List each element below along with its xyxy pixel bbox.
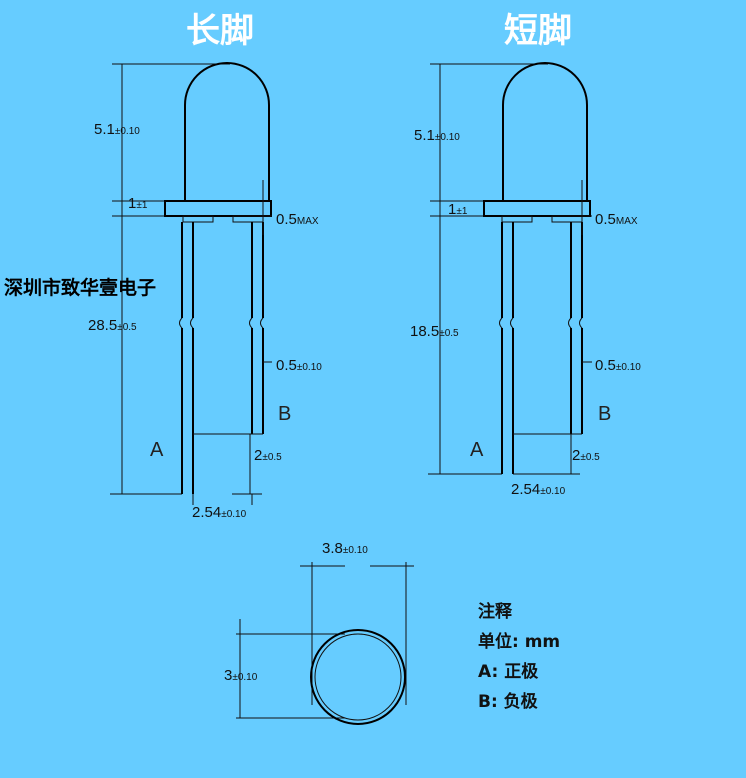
notes-pin-b: B: 负极 bbox=[478, 691, 538, 712]
right-step-label: 2±0.5 bbox=[572, 447, 600, 464]
right-lead-b-upper bbox=[570, 222, 583, 318]
bottom-lens-ext-lines bbox=[236, 633, 345, 719]
notes-block: 注释 单位: mm A: 正极 B: 负极 bbox=[478, 601, 560, 712]
right-lead-a-upper bbox=[501, 222, 514, 318]
bottom-lens-label: 3±0.10 bbox=[224, 667, 258, 684]
left-pitch-label: 2.54±0.10 bbox=[192, 504, 247, 521]
left-lead-a-root bbox=[182, 215, 214, 223]
right-lead-a-root bbox=[501, 215, 533, 223]
left-height-label: 5.1±0.10 bbox=[94, 121, 140, 138]
notes-pin-a: A: 正极 bbox=[478, 662, 538, 682]
right-flange bbox=[483, 200, 591, 217]
notes-unit: 单位: mm bbox=[478, 631, 560, 652]
right-height-label: 5.1±0.10 bbox=[414, 127, 460, 144]
bottom-diameter-label: 3.8±0.10 bbox=[322, 540, 368, 557]
right-lead-a-lower bbox=[501, 328, 514, 474]
bottom-flange-circle bbox=[310, 629, 406, 725]
left-led-drawing: 5.1±0.10 1±1 0.5MAX 28.5±0.5 0.5±0.10 B … bbox=[88, 62, 322, 521]
right-led-drawing: 5.1±0.10 1±1 0.5MAX 18.5±0.5 0.5±0.10 B … bbox=[410, 62, 641, 498]
right-lead-width-label: 0.5±0.10 bbox=[595, 357, 641, 374]
right-lead-length-label: 18.5±0.5 bbox=[410, 323, 459, 340]
left-flange-label: 1±1 bbox=[128, 195, 148, 212]
title-short-leg: 短脚 bbox=[504, 11, 572, 51]
left-lead-b-break bbox=[249, 317, 264, 329]
right-dome bbox=[502, 62, 588, 201]
right-lead-a-break bbox=[499, 317, 514, 329]
company-name: 深圳市致华壹电子 bbox=[4, 276, 156, 299]
right-pin-b-label: B bbox=[598, 403, 611, 425]
bottom-view-drawing: 3.8±0.10 3±0.10 bbox=[224, 540, 414, 725]
right-pitch-label: 2.54±0.10 bbox=[511, 481, 566, 498]
left-step-label: 2±0.5 bbox=[254, 447, 282, 464]
right-pin-a-label: A bbox=[470, 439, 484, 461]
left-pitch-ext bbox=[192, 494, 253, 505]
left-lead-width-label: 0.5±0.10 bbox=[276, 357, 322, 374]
left-lead-a-break bbox=[179, 317, 194, 329]
right-lead-b-lower bbox=[570, 328, 583, 434]
right-offset-label: 0.5MAX bbox=[595, 211, 638, 228]
left-offset-label: 0.5MAX bbox=[276, 211, 319, 228]
notes-title: 注释 bbox=[478, 601, 513, 622]
right-lead-b-break bbox=[568, 317, 583, 329]
title-long-leg: 长脚 bbox=[186, 11, 254, 51]
left-pin-a-label: A bbox=[150, 439, 164, 461]
left-flange bbox=[164, 200, 272, 217]
right-flange-label: 1±1 bbox=[448, 201, 468, 218]
left-pin-b-label: B bbox=[278, 403, 291, 425]
left-dome bbox=[184, 62, 270, 201]
bottom-lens-circle bbox=[314, 633, 402, 721]
left-lead-length-label: 28.5±0.5 bbox=[88, 317, 137, 334]
